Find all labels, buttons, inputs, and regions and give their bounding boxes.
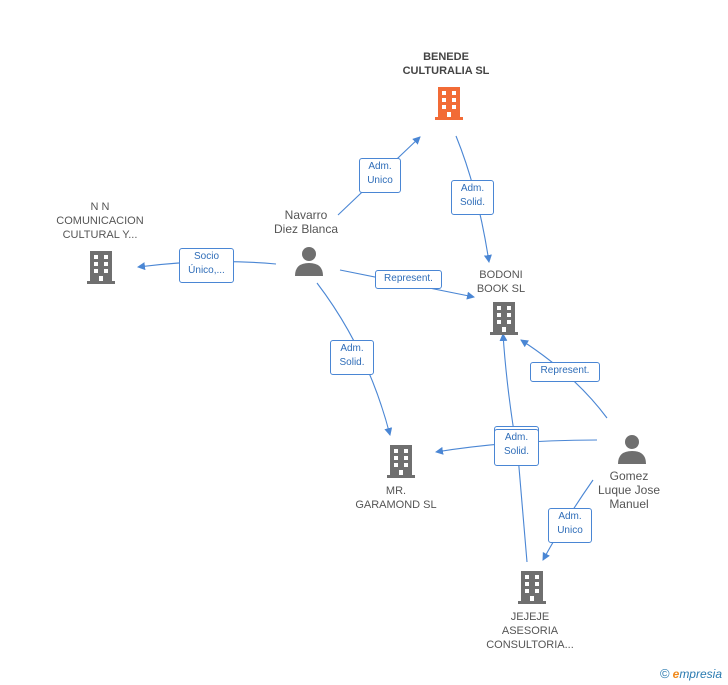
building-icon-bodoni[interactable] (488, 300, 520, 336)
node-label-garamond[interactable]: MR. GARAMOND SL (355, 485, 437, 511)
copyright-symbol: © (660, 666, 670, 681)
brand-logo-text: mpresia (679, 667, 722, 681)
brand-logo-e: e (672, 667, 680, 681)
node-label-jejeje[interactable]: JEJEJE ASESORIA CONSULTORIA... (486, 611, 574, 651)
footer-brand[interactable]: ©empresia (660, 666, 722, 681)
edge-label-gomez-bodoni[interactable]: Represent. (530, 362, 600, 382)
edge-label-benede-bodoni[interactable]: Adm. Solid. (451, 180, 494, 215)
person-icon-gomez[interactable] (617, 434, 647, 464)
edge-jejeje-bodoni (499, 333, 515, 433)
person-icon-navarro[interactable] (294, 246, 324, 276)
building-icon-benede[interactable] (433, 85, 465, 121)
edge-label-gomez-jejeje[interactable]: Adm. Unico (548, 508, 592, 543)
building-icon-garamond[interactable] (385, 443, 417, 479)
edge-label-gomez-garamond[interactable]: Adm. Solid. (494, 429, 539, 466)
node-label-benede[interactable]: BENEDE CULTURALIA SL (402, 51, 490, 77)
building-icon-nn[interactable] (85, 249, 117, 285)
edge-label-navarro-nn[interactable]: Socio Único,... (179, 248, 234, 283)
building-icon-jejeje[interactable] (516, 569, 548, 605)
edge-label-navarro-benede[interactable]: Adm. Unico (359, 158, 401, 193)
node-label-nn[interactable]: N N COMUNICACION CULTURAL Y... (56, 201, 144, 241)
edge-label-navarro-garamond[interactable]: Adm. Solid. (330, 340, 374, 375)
edge-label-navarro-bodoni[interactable]: Represent. (375, 270, 442, 289)
node-label-gomez[interactable]: Gomez Luque Jose Manuel (597, 469, 661, 511)
node-label-bodoni[interactable]: BODONI BOOK SL (476, 269, 526, 295)
node-label-navarro[interactable]: Navarro Diez Blanca (273, 208, 339, 236)
